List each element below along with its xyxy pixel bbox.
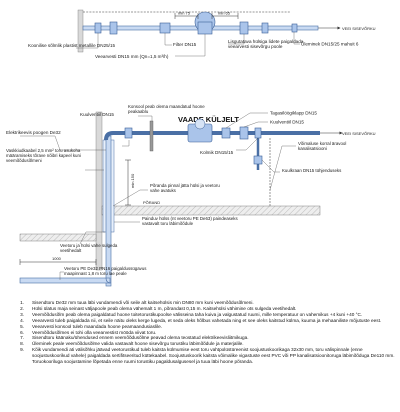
note-text: Veemõõdusõlmes ei tohi olla veearvestist… [32,329,157,335]
label-elbow: Kolmik DN15/15 [200,150,234,155]
top-valve [109,21,118,35]
side-floor [101,205,321,216]
label-filter: Filter DN15 [173,42,197,47]
label-gap: Veetoru ja hülsi vahe sulgeda veetihedal… [60,243,118,254]
label-pipe-pe: Veetoru PE De32 PN16 paigaldussügavus ma… [64,266,147,277]
label-possible-wall-box: Võimaluse korral äravool kanalisatsiooni [298,141,347,152]
note-text: Hülsi ülatus maja seinast väljapoole pea… [32,305,297,311]
label-sleeve: Painduv hülss (nt veetoru PE De63) paind… [142,216,238,227]
top-filter [159,22,171,34]
side-wall [95,111,103,271]
side-view: VAADE KÜLJELT PÕRAND 1000 min 150 VEEI S… [6,104,376,287]
label-sleeve-box: Painduv hülss (nt veetoru PE De63) paind… [142,216,238,227]
label-pipe-bracket-box: Põranda pinnal jätta hülsi ja veetoru va… [150,183,220,194]
note-number: 7. [20,335,24,341]
label-transition: Üleminek DN15/25 mahuit 6 [301,41,359,47]
label-flex-pipe: Koonilise sõlmlik plastist metallile DN2… [28,43,116,48]
floor-label: PÕRAND [143,200,160,205]
note-text: Veemõõdusõlm peab olema paigaldatud hoon… [32,311,363,317]
label-possible-wall: Võimaluse korral äravool kanalisatsiooni [298,141,347,152]
note-item: 3. Veemõõdusõlm peab olema paigaldatud ho… [4,312,396,318]
top-transition [291,23,298,33]
top-wall [77,9,84,53]
side-top-pipe [104,131,320,141]
note-number: 9. [20,347,24,353]
top-to-fixture-label: VEEI SISEVÕRKU [342,26,376,31]
note-item: 4. Veearvesti tuleb paigaldada nii, et se… [4,318,396,324]
top-view: min 75 min 65 VEEI SISEVÕRKU Koonilise s… [28,9,376,59]
note-item: 1. Sisendtoru De32 mm tuua läbi vundamend… [4,300,396,306]
side-drain-valve [253,155,263,165]
dim-min75: min 75 [178,11,191,16]
label-bracket: Konsool peab olema maandatud hoone peaka… [128,104,205,115]
label-flex-pipe-text: Koonilise sõlmlik plastist metallile DN2… [28,43,116,48]
label-cap-valve-box: Kuulkraan DN15 tühjenduseks [282,168,342,173]
label-extra-valve: Lisgutatava hülsiga lidete paigaldada ve… [228,39,304,50]
note-text: Sisendtoru käänaku/ühendused ennem veemõ… [32,335,249,341]
note-text: Veearvesti konsool tuleb maandada hoone … [32,323,163,329]
top-valve-2 [261,22,269,34]
note-number: 5. [20,323,24,329]
installation-notes-list: 1. Sisendtoru De32 mm tuua läbi vundamend… [4,300,396,365]
side-valve-1 [124,127,133,139]
note-item: 6. Veemõõdusõlmes ei tohi olla veearvesti… [4,330,396,336]
note-item: 7. Sisendtoru käänaku/ühendused ennem vee… [4,335,396,341]
water-meter-installation-diagram: min 75 min 65 VEEI SISEVÕRKU Koonilise s… [6,9,376,287]
note-text: Sisendtoru De32 mm tuua läbi vundamendi … [32,300,254,305]
note-number: 4. [20,317,24,323]
side-riser [105,135,112,287]
label-drain-valve: Tagasilöögiklapp DN15 [270,111,317,116]
note-text: Veearvesti tuleb paigaldada nii, et seil… [32,317,382,323]
dim-150: min 150 [130,173,135,188]
note-item: 9. Kõik vundamendi ati välisõhku jäävad v… [4,347,396,365]
note-item: 8. Üleminek peale veemõõdusõlme valida va… [4,341,396,347]
label-protection-box: Vaskkiudkaabel 2,5 mm² toru asukoha määr… [6,148,81,164]
top-coupling [94,22,102,34]
note-text: Kõik vundamendi ati välisõhku jäävad vee… [32,347,395,365]
label-ball-valve-1: Kuulventiil DN15 [270,120,304,125]
label-ball-valve-2: Kuulventiil DN15 [80,112,114,117]
side-view-title: VAADE KÜLJELT [178,115,239,124]
note-number: 3. [20,311,24,317]
side-check-valve [221,127,231,139]
label-protection: Vaskkiudkaabel 2,5 mm² toru asukoha määr… [6,148,81,164]
note-item: 5. Veearvesti konsool tuleb maandada hoon… [4,324,396,330]
label-bracket-box: Konsool peab olema maandatud hoone peaka… [128,104,205,115]
side-valve-2 [239,126,249,140]
label-gap-box: Veetoru ja hülsi vahe sulgeda veetihedal… [60,243,118,254]
label-meter: Veearvesti DN15 mm (Qn=1,5 m³/h) [95,54,169,59]
note-item: 2. Hülsi ülatus maja seinast väljapoole p… [4,306,396,312]
label-pipe-pe-box: Veetoru PE De32 PN16 paigaldussügavus ma… [64,266,147,277]
label-cap-valve: Kuulkraan DN15 tühjenduseks [282,168,342,173]
side-bracket [149,120,154,152]
dim-1000: 1000 [52,256,62,261]
note-number: 2. [20,305,24,311]
dim-min65: min 65 [218,11,231,16]
ground-surface [19,233,97,242]
label-conduit: Elektrikeevis poogen De32 [6,130,61,135]
note-number: 6. [20,329,24,335]
label-pipe-bracket: Põranda pinnal jätta hülsi ja veetoru va… [150,183,220,194]
note-text: Üleminek peale veemõõdusõlme valida vast… [32,341,244,347]
side-to-fixture-label: VEEI SISEVÕRKU [342,131,376,136]
side-underground-pipe [19,277,111,284]
top-meter-body [197,21,213,35]
note-number: 1. [20,300,24,305]
note-number: 8. [20,341,24,347]
label-extra-valve-box: Lisgutatava hülsiga lidete paigaldada ve… [228,39,304,50]
top-check-valve [239,21,249,35]
side-tee [254,127,262,139]
